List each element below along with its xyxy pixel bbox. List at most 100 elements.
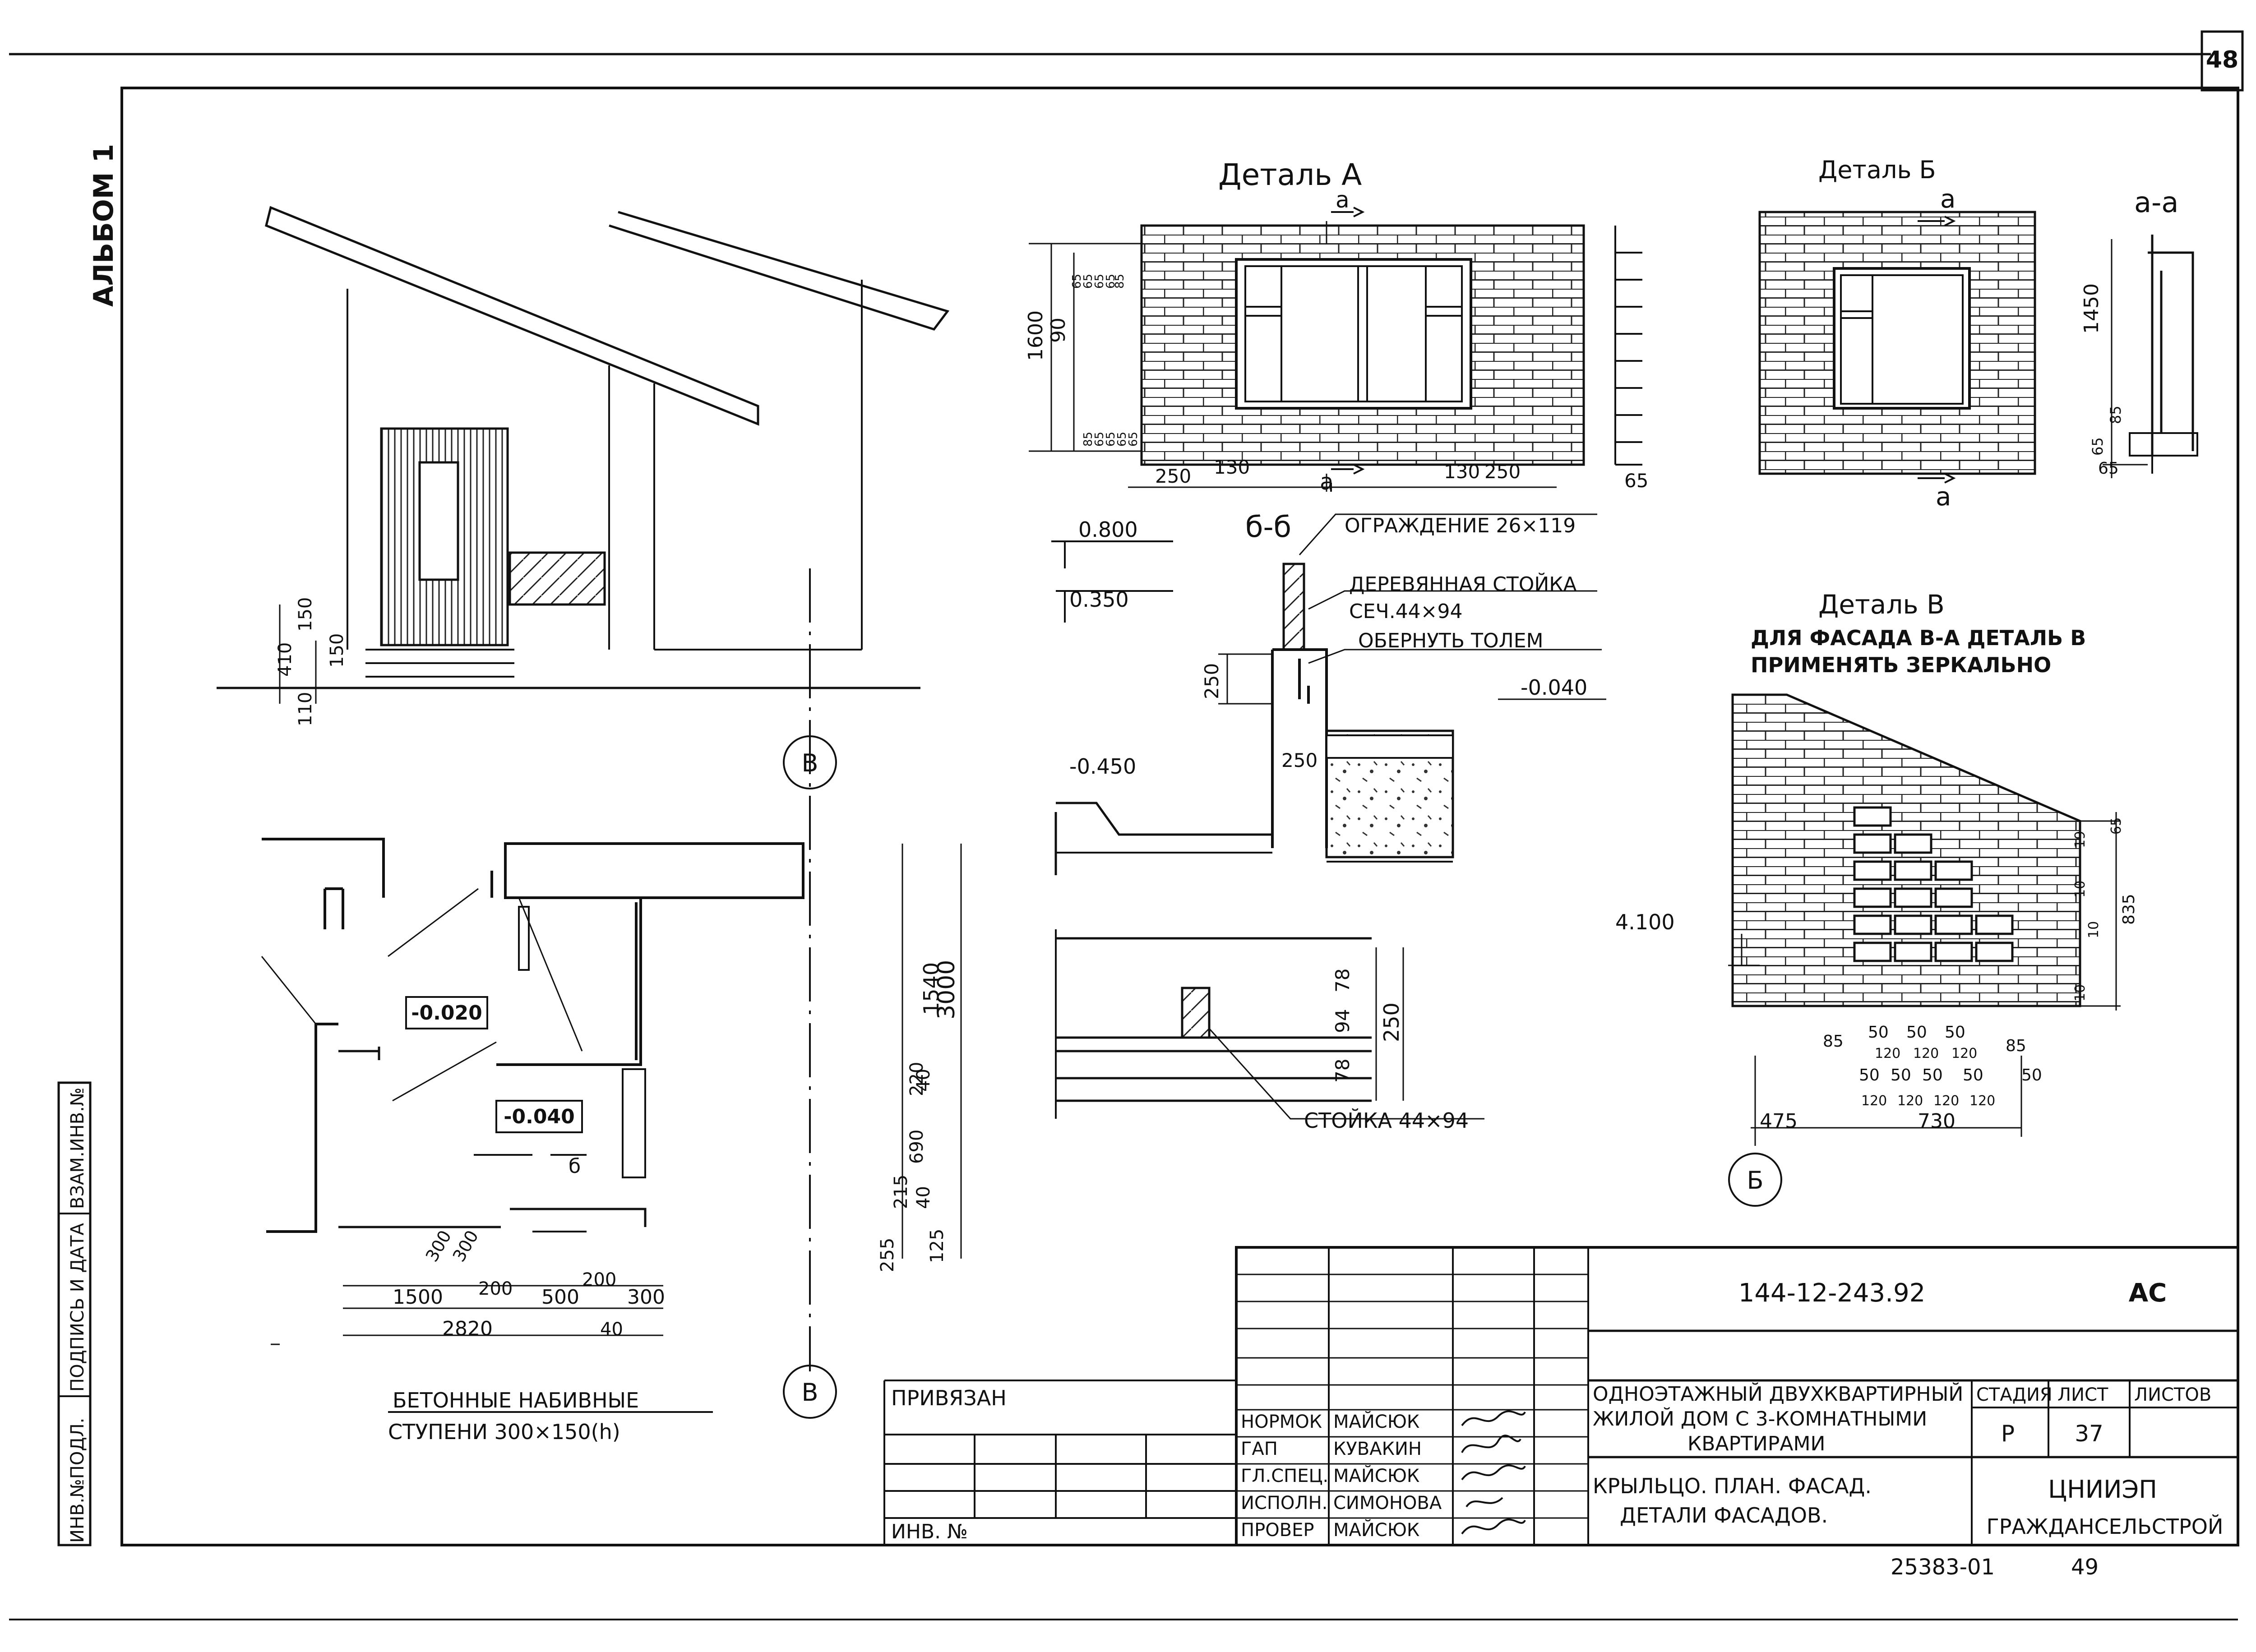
- plan-dim-right: 255: [877, 1238, 898, 1272]
- detail-a-dim-small: 65: [1082, 274, 1095, 289]
- detail-v-dim-right: 65: [2108, 817, 2124, 835]
- plan-dim-right: 1540: [919, 962, 943, 1015]
- section-bb-level: 0.800: [1078, 517, 1138, 542]
- name-label: КУВАКИН: [1333, 1439, 1422, 1459]
- archive-number: 25383-01: [1891, 1555, 1995, 1580]
- org-line-2: ГРАЖДАНСЕЛЬСТРОЙ: [1987, 1514, 2224, 1539]
- detail-a-dim-small: 85: [1082, 432, 1095, 447]
- detail-v-dim-right: 10: [2072, 984, 2088, 1001]
- sheets-header: ЛИСТОВ: [2134, 1384, 2211, 1405]
- section-bb-drawing: [1051, 513, 1606, 875]
- detail-v-dim: 120: [1875, 1046, 1900, 1061]
- detail-v-dim: 50: [1868, 1023, 1889, 1042]
- detail-v-dim: 85: [1823, 1032, 1844, 1051]
- section-bb-callout-wrap: ОБЕРНУТЬ ТОЛЕМ: [1358, 629, 1543, 652]
- plan-dim-right: 3000: [933, 960, 960, 1020]
- porch-plan: [261, 838, 962, 1413]
- detail-a-dim-small: 65: [1093, 432, 1106, 447]
- detail-a-cut-bottom: а: [1320, 469, 1334, 495]
- section-bb-callout-post-section: СЕЧ.44×94: [1349, 600, 1463, 623]
- title-block: [883, 1246, 2239, 1546]
- detail-v-dim: 50: [1859, 1066, 1880, 1084]
- porch-facade: [217, 206, 950, 704]
- grid-axis-v-top: В: [801, 749, 818, 777]
- section-bb-level: -0.450: [1069, 754, 1136, 779]
- section-bb-dim: 250: [1281, 749, 1318, 771]
- detail-v-dim: 120: [1933, 1093, 1959, 1109]
- detail-v-level: 4.100: [1615, 910, 1675, 934]
- name-label: МАЙСЮК: [1333, 1411, 1419, 1432]
- plan-dim-right: 220: [906, 1062, 927, 1096]
- detail-b-cut-top: а: [1940, 185, 1956, 214]
- name-label: СИМОНОВА: [1333, 1493, 1442, 1514]
- detail-a-dim-bottom: 130: [1444, 461, 1480, 483]
- detail-v-dim: 120: [1913, 1046, 1939, 1061]
- detail-a-dim-right: 65: [1624, 470, 1648, 492]
- detail-v-dim: 50: [1922, 1066, 1943, 1084]
- section-aa-dim: 65: [2098, 459, 2119, 478]
- section-bb-level: -0.040: [1521, 675, 1587, 700]
- page-number: 49: [2071, 1555, 2099, 1580]
- detail-b-title: Деталь Б: [1818, 156, 1936, 184]
- detail-a-dim-small: 85: [1113, 274, 1127, 289]
- railing-dim: 250: [1379, 1002, 1404, 1042]
- sheet-frame: [9, 30, 2244, 1620]
- plan-dim-bottom: 2820: [442, 1317, 493, 1340]
- project-line-3: КВАРТИРАМИ: [1687, 1432, 1825, 1455]
- railing-elevation: [1055, 929, 1484, 1120]
- left-approval-strip: [57, 1081, 92, 1546]
- plan-dim-bottom: 300: [449, 1227, 482, 1265]
- detail-b-drawing: [1758, 211, 2036, 484]
- detail-v-drawing: [1728, 693, 2121, 1146]
- detail-a-dim-left: 1600: [1024, 310, 1047, 361]
- railing-dim: 94: [1331, 1009, 1354, 1033]
- detail-a-dim-bottom: 250: [1484, 461, 1521, 483]
- detail-v-note-2: ПРИМЕНЯТЬ ЗЕРКАЛЬНО: [1751, 653, 2051, 677]
- album-label: АЛЬБОМ 1: [88, 144, 120, 307]
- plan-dim-bottom: 300: [627, 1286, 665, 1309]
- inv-n-label: ИНВ. №: [891, 1520, 968, 1543]
- detail-v-title: Деталь В: [1818, 589, 1945, 620]
- plan-dim-bottom: 500: [541, 1286, 579, 1309]
- detail-v-dim: 50: [1963, 1066, 1983, 1084]
- detail-a-title: Деталь А: [1218, 157, 1362, 192]
- podpis-data-label: ПОДПИСЬ И ДАТА: [67, 1223, 88, 1392]
- plan-dim-right: 125: [927, 1229, 948, 1263]
- name-label: МАЙСЮК: [1333, 1519, 1419, 1541]
- plan-dim-bottom: 1500: [393, 1286, 443, 1309]
- plan-dim-bottom: 300: [422, 1227, 455, 1265]
- plan-section-mark: б: [569, 1155, 581, 1178]
- plan-dim-right: 690: [906, 1130, 927, 1164]
- detail-a-dim-bottom: 130: [1214, 456, 1250, 478]
- detail-v-dim: 120: [1969, 1093, 1995, 1109]
- plan-level-2: -0.040: [504, 1105, 574, 1128]
- detail-a-dim-small: 65: [1093, 274, 1106, 289]
- role-label: НОРМОК: [1241, 1412, 1322, 1432]
- detail-v-dim: 85: [2006, 1037, 2026, 1055]
- detail-a-dim-left: 90: [1047, 318, 1070, 343]
- name-label: МАЙСЮК: [1333, 1465, 1419, 1486]
- section-aa-dim: 1450: [2080, 283, 2103, 334]
- detail-b-cut-bottom: а: [1936, 482, 1951, 512]
- detail-a-dim-small: 65: [1070, 274, 1084, 289]
- section-bb-callout-post: ДЕРЕВЯННАЯ СТОЙКА: [1349, 572, 1577, 596]
- facade-dim: 150: [295, 597, 316, 632]
- facade-dim: 110: [295, 692, 316, 726]
- plan-note-2: СТУПЕНИ 300×150(h): [388, 1420, 620, 1444]
- section-bb-title: б-б: [1245, 511, 1291, 544]
- facade-dim: 150: [327, 633, 347, 668]
- signatures: [1461, 1410, 1526, 1535]
- detail-a-dim-bottom: 250: [1155, 465, 1191, 487]
- inv-podl-label: ИНВ.№ПОДЛ.: [67, 1418, 88, 1543]
- role-label: ИСПОЛН.: [1241, 1493, 1327, 1514]
- railing-dim: 78: [1331, 969, 1354, 992]
- section-bb-callout-railing: ОГРАЖДЕНИЕ 26×119: [1345, 514, 1576, 537]
- sheet-number: 48: [2206, 46, 2238, 74]
- sheet-header: ЛИСТ: [2057, 1384, 2108, 1405]
- vzam-inv-label: ВЗАМ.ИНВ.№: [67, 1088, 88, 1209]
- detail-a-cut-top: а: [1336, 187, 1350, 213]
- plan-dim-bottom: 200: [582, 1269, 616, 1290]
- detail-v-dim-right: 835: [2120, 894, 2138, 925]
- detail-v-dim: 50: [1891, 1066, 1911, 1084]
- detail-v-dim: 120: [1951, 1046, 1977, 1061]
